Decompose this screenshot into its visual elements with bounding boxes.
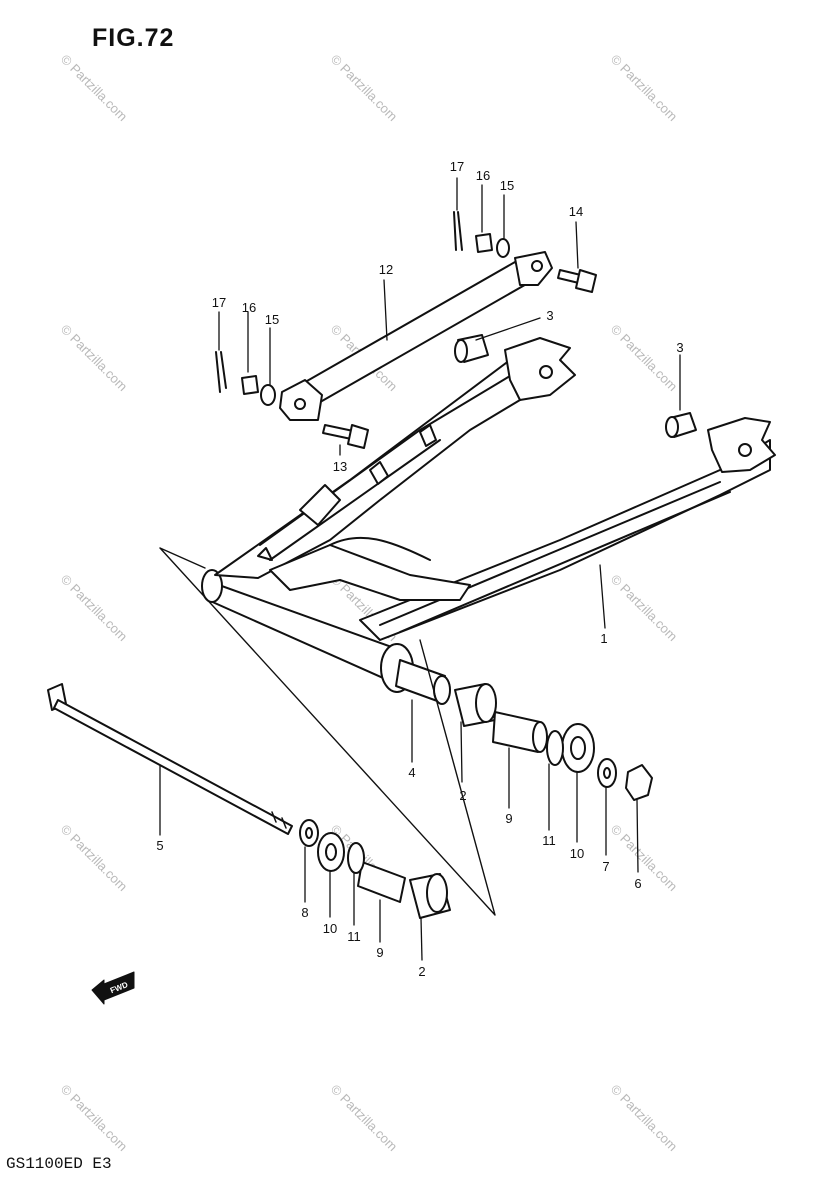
watermark-6: © Partzilla.com xyxy=(608,322,681,395)
callout-15: 15 xyxy=(265,312,279,327)
washer-part-11 xyxy=(347,730,564,874)
watermark-1: © Partzilla.com xyxy=(58,52,131,125)
callout-11: 11 xyxy=(347,929,361,944)
bush-part-3 xyxy=(454,334,697,438)
nut-part-6 xyxy=(625,764,653,801)
callout-5: 5 xyxy=(156,838,163,853)
watermark-15: © Partzilla.com xyxy=(608,1082,681,1155)
callout-12: 12 xyxy=(379,262,393,277)
callout-9: 9 xyxy=(505,811,512,826)
callout-17: 17 xyxy=(450,159,464,174)
dust-seal-part-10 xyxy=(317,723,595,872)
washer-part-7 xyxy=(597,758,617,788)
castle-nut-part-16 xyxy=(241,233,493,395)
callout-2: 2 xyxy=(459,788,466,803)
callout-13: 13 xyxy=(333,459,347,474)
callout-7: 7 xyxy=(602,859,609,874)
watermark-2: © Partzilla.com xyxy=(328,52,401,125)
callout-16: 16 xyxy=(476,168,490,183)
watermark-layer: © Partzilla.com © Partzilla.com © Partzill… xyxy=(58,52,681,1155)
callout-14: 14 xyxy=(569,204,583,219)
bolt-part-13 xyxy=(322,424,369,449)
assembly-guide-line xyxy=(159,547,496,916)
watermark-7: © Partzilla.com xyxy=(58,572,131,645)
callout-11: 11 xyxy=(542,833,556,848)
pivot-shaft-part-5 xyxy=(47,683,293,835)
torque-link-part-12 xyxy=(279,251,553,421)
callout-numbers: 1 2 2 3 3 4 5 6 7 8 9 9 10 10 11 11 12 1… xyxy=(156,159,683,979)
callout-16: 16 xyxy=(242,300,256,315)
callout-4: 4 xyxy=(408,765,415,780)
callout-1: 1 xyxy=(600,631,607,646)
spacer-part-4 xyxy=(395,659,451,705)
watermark-14: © Partzilla.com xyxy=(328,1082,401,1155)
watermark-13: © Partzilla.com xyxy=(58,1082,131,1155)
swingarm-part-1 xyxy=(201,337,776,693)
callout-15: 15 xyxy=(500,178,514,193)
model-code: GS1100ED E3 xyxy=(6,1155,112,1173)
callout-10: 10 xyxy=(570,846,584,861)
washer-part-15 xyxy=(260,238,510,406)
callout-6: 6 xyxy=(634,876,641,891)
callout-10: 10 xyxy=(323,921,337,936)
callout-17: 17 xyxy=(212,295,226,310)
callout-8: 8 xyxy=(301,905,308,920)
cotter-pin-part-17 xyxy=(215,211,463,393)
bolt-part-14 xyxy=(557,269,597,293)
callout-2: 2 xyxy=(418,964,425,979)
watermark-9: © Partzilla.com xyxy=(608,572,681,645)
watermark-3: © Partzilla.com xyxy=(608,52,681,125)
washer-part-8 xyxy=(299,819,319,847)
watermark-4: © Partzilla.com xyxy=(58,322,131,395)
callout-9: 9 xyxy=(376,945,383,960)
watermark-12: © Partzilla.com xyxy=(608,822,681,895)
figure-title: FIG.72 xyxy=(92,24,175,52)
watermark-10: © Partzilla.com xyxy=(58,822,131,895)
sleeve-part-9 xyxy=(357,711,548,903)
bearing-part-2 xyxy=(409,683,497,919)
callout-3: 3 xyxy=(676,340,683,355)
forward-direction-arrow-icon: FWD xyxy=(91,971,135,1005)
callout-3: 3 xyxy=(546,308,553,323)
leader-lines xyxy=(159,177,681,961)
